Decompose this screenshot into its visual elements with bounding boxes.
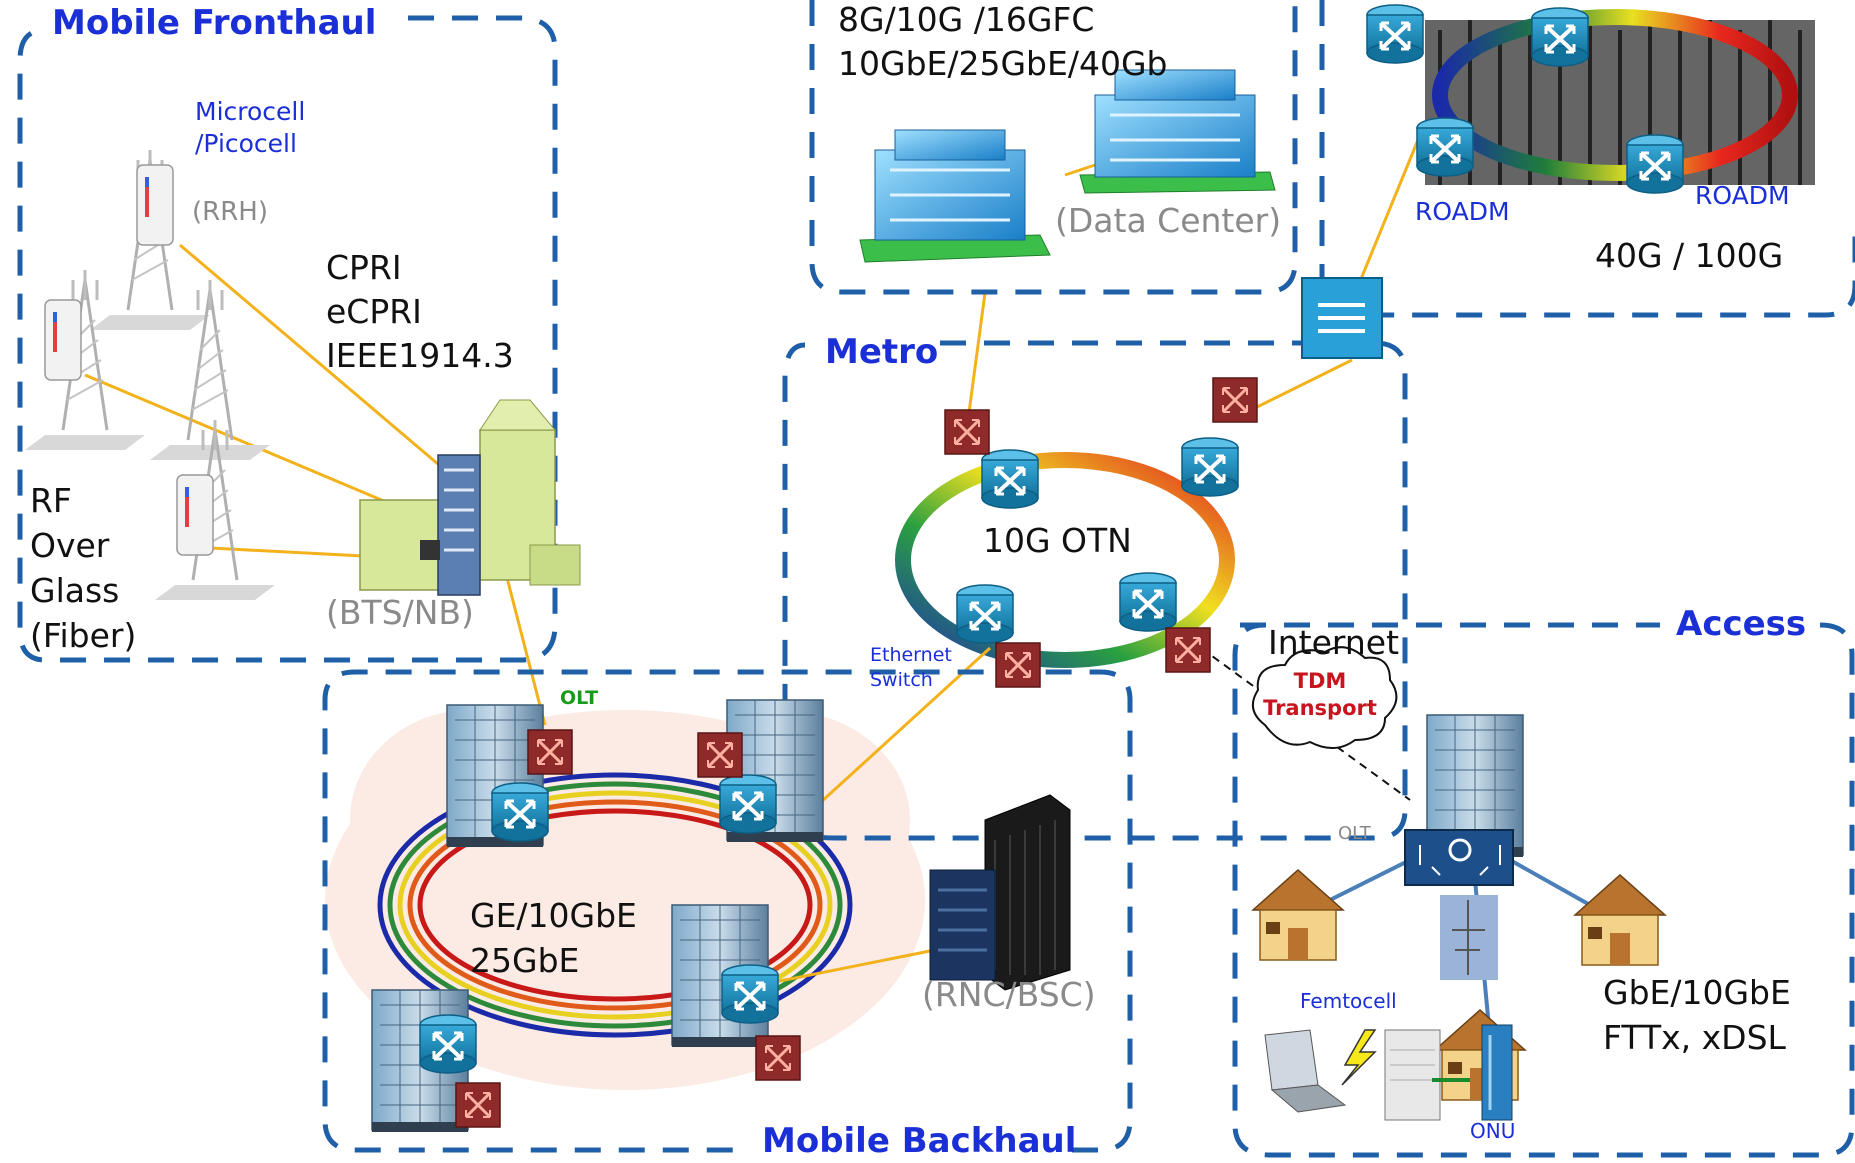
house-icon: [1252, 869, 1344, 961]
roadm-label-left: ROADM: [1415, 197, 1510, 226]
fronthaul-heading: Mobile Fronthaul: [52, 3, 377, 43]
wireless-bolt-icon: [1341, 1029, 1377, 1086]
core-ring: [1425, 9, 1815, 185]
laptop-icon: [1264, 1029, 1347, 1113]
access-olt-label: OLT: [1338, 823, 1371, 844]
otn-label: 10G OTN: [983, 521, 1132, 560]
access-speed-line1: GbE/10GbE: [1603, 973, 1791, 1012]
microcell-label: Microcell: [195, 97, 306, 126]
cpri-label: CPRI: [326, 248, 402, 287]
datacenter-icon: [859, 69, 1276, 263]
rrh-label: (RRH): [192, 197, 268, 227]
core-router-icon: [1365, 3, 1425, 65]
onu-device-icon: [1481, 1024, 1513, 1121]
glass-label: Glass: [30, 571, 120, 610]
transport-label: Transport: [1263, 696, 1377, 720]
core-router-icon: [1530, 6, 1590, 68]
dc-speed-line2: 10GbE/25GbE/40Gb: [838, 44, 1168, 83]
ethernet-switch-label-2: Switch: [870, 669, 933, 691]
datacenter-border: [809, 0, 1298, 295]
ethernet-switch-icon: [454, 1081, 502, 1129]
backhaul-speed-line1: GE/10GbE: [470, 896, 637, 935]
ethernet-switch-icon: [696, 731, 744, 779]
backhaul-speed-line2: 25GbE: [470, 941, 580, 980]
backhaul-router-icon: [418, 1013, 478, 1075]
core-speed-label: 40G / 100G: [1595, 236, 1784, 275]
ethernet-switch-icon: [994, 641, 1042, 689]
ecpri-label: eCPRI: [326, 292, 422, 331]
metro-ring: [895, 452, 1235, 668]
rrh-icon: [176, 474, 214, 556]
ethernet-switch-icon: [1211, 376, 1259, 424]
backhaul-border: [322, 669, 1133, 1153]
tdm-label: TDM: [1293, 669, 1347, 693]
metro-border: [782, 340, 1408, 841]
olt-splitter-icon: [1404, 829, 1514, 886]
over-label: Over: [30, 526, 110, 565]
fronthaul-border: [17, 15, 558, 663]
backhaul-heading: Mobile Backhaul: [762, 1121, 1077, 1161]
rnc-server-icon: [929, 794, 1071, 991]
ethernet-switch-icon: [943, 408, 991, 456]
ieee-label: IEEE1914.3: [326, 336, 514, 375]
backhaul-router-icon: [720, 963, 780, 1025]
roadm-router-icon: [1625, 133, 1685, 195]
backhaul-router-icon: [490, 781, 550, 843]
ethernet-switch-icon: [1164, 626, 1212, 674]
rnc-label: (RNC/BSC): [922, 975, 1096, 1014]
femtocell-antenna-icon: [1440, 895, 1498, 980]
roadm-label-right: ROADM: [1695, 181, 1790, 210]
metro-router-icon: [980, 448, 1040, 510]
roadm-router-icon: [1415, 116, 1475, 178]
picocell-label: /Picocell: [195, 129, 297, 158]
home-gateway-icon: [1384, 1029, 1441, 1121]
dc-speed-line1: 8G/10G /16GFC: [838, 0, 1095, 39]
access-speed-line2: FTTx, xDSL: [1603, 1018, 1786, 1057]
tdm-cloud-icon: [1251, 646, 1398, 749]
backhaul-ring: [377, 772, 853, 1038]
metro-router-icon: [1180, 436, 1240, 498]
metro-router-icon: [1118, 571, 1178, 633]
backhaul-olt-label: OLT: [560, 687, 599, 709]
access-border: [1232, 622, 1855, 1158]
access-heading: Access: [1676, 604, 1807, 644]
metro-router-icon: [955, 583, 1015, 645]
tdm-link: [1189, 639, 1411, 801]
bts-label: (BTS/NB): [326, 593, 474, 632]
house-icon: [1574, 874, 1666, 966]
datacenter-label: (Data Center): [1055, 201, 1282, 240]
ethernet-switch-label-1: Ethernet: [870, 644, 952, 666]
backhaul-router-icon: [718, 773, 778, 835]
rf-label: RF: [30, 481, 72, 520]
femtocell-label: Femtocell: [1300, 989, 1397, 1013]
bts-icon: [359, 399, 581, 596]
rrh-icon: [136, 164, 174, 246]
internet-label: Internet: [1268, 623, 1400, 662]
tower-icon: [23, 268, 147, 452]
onu-label: ONU: [1470, 1119, 1516, 1143]
fiber-label: (Fiber): [30, 616, 137, 655]
rrh-icon: [44, 299, 82, 381]
olt-switch-icon: [526, 728, 574, 776]
metro-heading: Metro: [825, 332, 939, 372]
core-border: [1319, 0, 1855, 318]
gateway-switch-icon: [1301, 277, 1383, 359]
region-borders: [17, 0, 1855, 1158]
ethernet-switch-icon: [754, 1034, 802, 1082]
